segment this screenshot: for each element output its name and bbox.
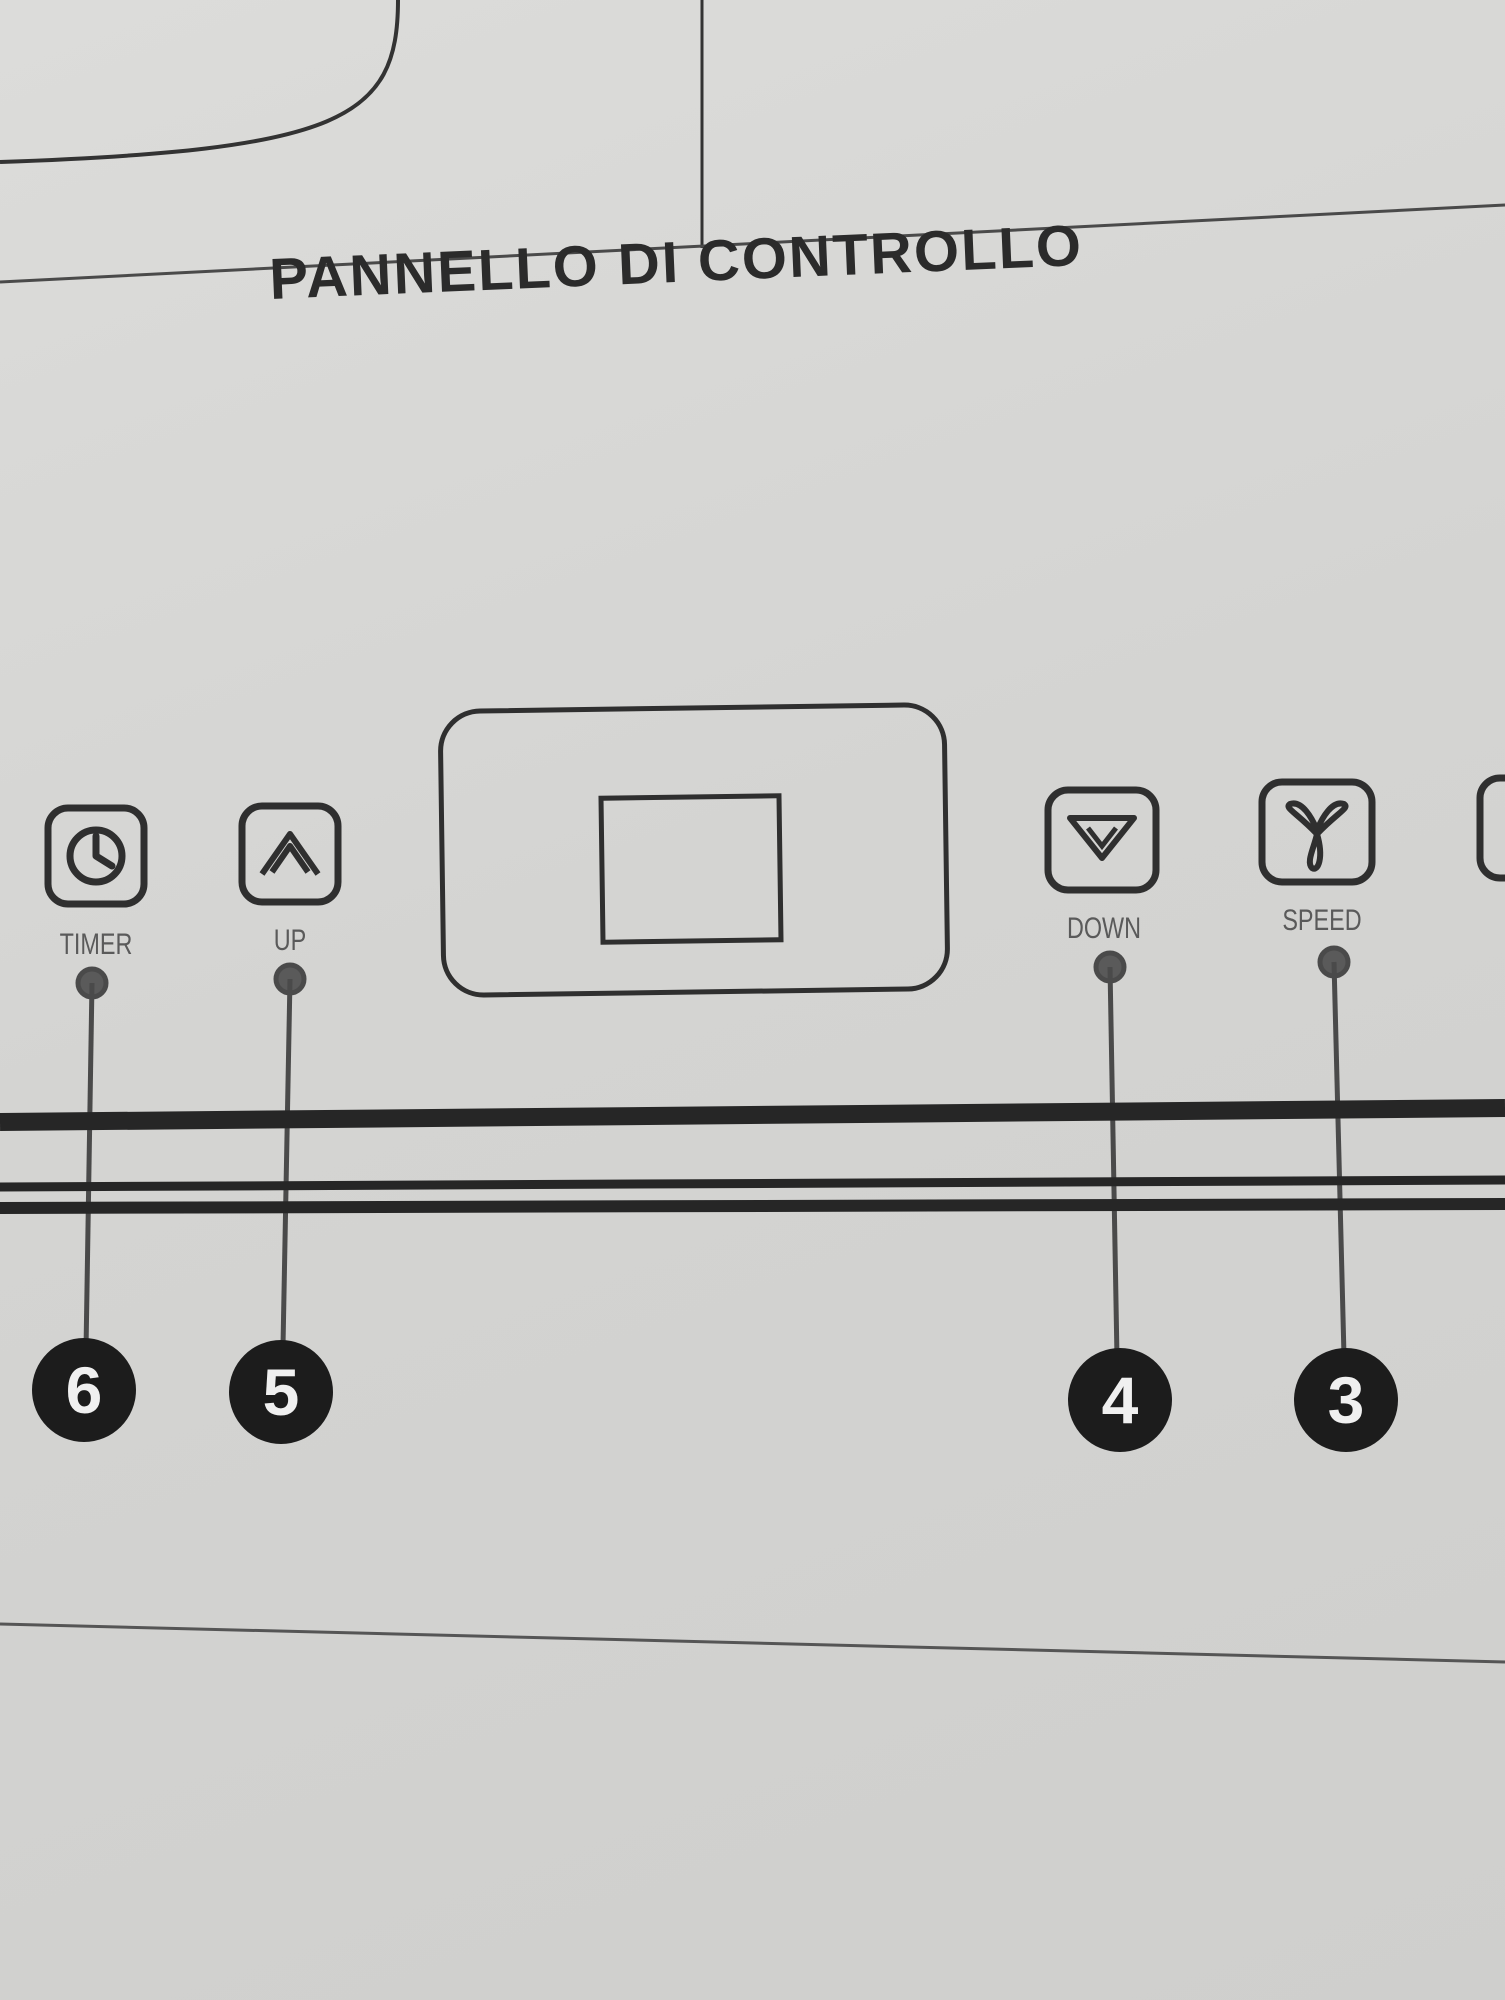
callout-4: 4 (1068, 1348, 1172, 1452)
speed-label: SPEED (1282, 904, 1362, 937)
partial-button-right (1476, 774, 1505, 882)
timer-icon (66, 826, 126, 886)
callout-6: 6 (32, 1338, 136, 1442)
timer-button[interactable] (44, 804, 148, 908)
display-panel (438, 702, 950, 998)
previous-figure-outline (0, 0, 400, 164)
callout-3: 3 (1294, 1348, 1398, 1452)
lower-rule (0, 1622, 1505, 1664)
speed-button[interactable] (1258, 778, 1376, 886)
body-line-1 (0, 1099, 1505, 1131)
callout-5: 5 (229, 1340, 333, 1444)
fan-icon (1285, 800, 1349, 872)
chevron-up-icon (259, 831, 321, 876)
down-label: DOWN (1066, 912, 1142, 945)
timer-label: TIMER (59, 928, 133, 961)
body-line-3 (0, 1198, 1505, 1214)
chevron-down-icon (1067, 815, 1137, 861)
upper-rule (0, 203, 1505, 284)
down-button[interactable] (1044, 786, 1160, 894)
up-label: UP (273, 924, 307, 957)
display-screen (598, 793, 784, 945)
leader-lines (75, 945, 1351, 1359)
body-line-2 (0, 1175, 1505, 1192)
up-button[interactable] (238, 802, 342, 906)
